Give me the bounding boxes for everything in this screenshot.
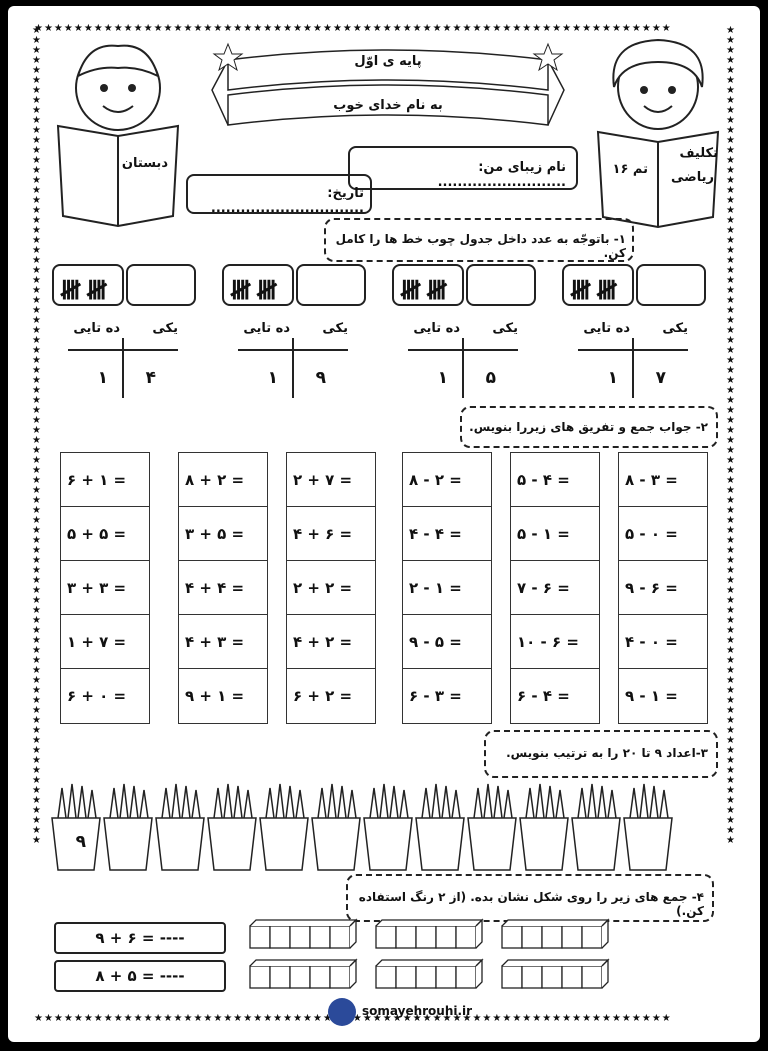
equation-cell[interactable]: ۹ - ۶ = (619, 561, 707, 615)
sum-box-1[interactable]: ۹ + ۶ = ---- (54, 922, 226, 954)
ones-value-3: ۵ (485, 368, 496, 388)
equation-cell[interactable]: ۶ - ۳ = (409, 687, 462, 705)
worksheet-page: ★★★★★★★★★★★★★★★★★★★★★★★★★★★★★★★★★★★★★★★★… (8, 6, 760, 1042)
place-value-chart-4 (578, 338, 688, 398)
equation-cell[interactable]: ۹ - ۵ = (403, 615, 491, 669)
equation-cell[interactable]: ۹ - ۱ = (625, 687, 678, 705)
date-field[interactable] (186, 174, 372, 214)
star-border-top: ★★★★★★★★★★★★★★★★★★★★★★★★★★★★★★★★★★★★★★★★… (34, 24, 672, 34)
ones-value-2: ۹ (315, 368, 326, 388)
tally-box-3: 𝍸 𝍸 (392, 264, 464, 306)
equation-cell[interactable]: ۴ + ۲ = (287, 615, 375, 669)
equation-cell[interactable]: ۶ + ۲ = (293, 687, 353, 705)
name-label: نام زیبای من: .......................... (437, 160, 566, 190)
equation-cell[interactable]: ۲ - ۱ = (403, 561, 491, 615)
equation-cell[interactable]: ۵ + ۵ = (61, 507, 149, 561)
cube-blocks (249, 919, 609, 989)
q2-instruction-box (460, 406, 718, 448)
tens-label-4: ده تایی (583, 321, 630, 336)
tens-value-4: ۱ (607, 368, 618, 388)
equation-cell[interactable]: ۲ + ۷ = (287, 453, 375, 507)
equation-cell[interactable]: ۴ + ۴ = (179, 561, 267, 615)
equation-cell[interactable]: ۳ + ۵ = (179, 507, 267, 561)
ones-label-4: یکی (662, 321, 688, 336)
tens-value-3: ۱ (437, 368, 448, 388)
equation-cell[interactable]: ۶ + ۱ = (61, 453, 149, 507)
subject-label: ریاضی (671, 170, 714, 185)
sum-box-2[interactable]: ۸ + ۵ = ---- (54, 960, 226, 992)
equation-cell[interactable]: ۱ + ۷ = (61, 615, 149, 669)
equation-cell[interactable]: ۸ - ۳ = (619, 453, 707, 507)
q2-instruction: ۲- جواب جمع و تفریق های زیررا بنویس. (469, 420, 708, 434)
girl-reading-illustration (596, 38, 720, 229)
equation-cell[interactable]: ۶ + ۰ = (67, 687, 127, 705)
tally-answer-box-4[interactable] (636, 264, 706, 306)
tally-answer-box-3[interactable] (466, 264, 536, 306)
tens-value-1: ۱ (97, 368, 108, 388)
equation-cell[interactable]: ۸ + ۲ = (179, 453, 267, 507)
grade-title: پایه ی اوّل (354, 54, 422, 69)
equation-cell[interactable]: ۳ + ۳ = (61, 561, 149, 615)
equation-cell[interactable]: ۵ - ۴ = (511, 453, 599, 507)
motto-title: به نام خدای خوب (333, 98, 443, 113)
equation-cell[interactable]: ۷ - ۶ = (511, 561, 599, 615)
equation-cell[interactable]: ۹ + ۱ = (185, 687, 245, 705)
place-value-chart-3 (408, 338, 518, 398)
equation-cell[interactable]: ۵ - ۰ = (619, 507, 707, 561)
tens-label-3: ده تایی (413, 321, 460, 336)
equation-cell[interactable]: ۴ + ۳ = (179, 615, 267, 669)
ones-label-2: یکی (322, 321, 348, 336)
ones-value-1: ۴ (145, 368, 156, 388)
tally-box-4: 𝍸 𝍸 (562, 264, 634, 306)
school-label: دبستان (121, 156, 168, 171)
tally-answer-box-1[interactable] (126, 264, 196, 306)
q3-first-value: ۹ (75, 832, 86, 852)
q2-column-4: ۸ - ۲ = ۴ - ۴ = ۲ - ۱ = ۹ - ۵ = ۶ - ۳ = (402, 452, 492, 724)
equation-cell[interactable]: ۸ - ۲ = (403, 453, 491, 507)
tally-box-1: 𝍸 𝍸 (52, 264, 124, 306)
q1-instruction-box (324, 218, 634, 262)
q2-column-6: ۸ - ۳ = ۵ - ۰ = ۹ - ۶ = ۴ - ۰ = ۹ - ۱ = (618, 452, 708, 724)
equation-cell[interactable]: ۱۰ - ۶ = (511, 615, 599, 669)
q2-column-2: ۸ + ۲ = ۳ + ۵ = ۴ + ۴ = ۴ + ۳ = ۹ + ۱ = (178, 452, 268, 724)
theme-label: تم ۱۶ (612, 162, 648, 177)
q2-column-3: ۲ + ۷ = ۴ + ۶ = ۲ + ۲ = ۴ + ۲ = ۶ + ۲ = (286, 452, 376, 724)
tens-label-2: ده تایی (243, 321, 290, 336)
star-border-right: ★★★★★★★★★★★★★★★★★★★★★★★★★★★★★★★★★★★★★★★★… (726, 26, 736, 846)
q2-column-5: ۵ - ۴ = ۵ - ۱ = ۷ - ۶ = ۱۰ - ۶ = ۶ - ۴ = (510, 452, 600, 724)
place-value-chart-1 (68, 338, 178, 398)
boy-reading-illustration (56, 44, 180, 228)
title-banner (211, 42, 565, 126)
star-border-left: ★★★★★★★★★★★★★★★★★★★★★★★★★★★★★★★★★★★★★★★★… (32, 26, 42, 846)
ones-label-1: یکی (152, 321, 178, 336)
date-label: تاریخ: ............................... (210, 186, 364, 216)
tally-answer-box-2[interactable] (296, 264, 366, 306)
q2-column-1: ۶ + ۱ = ۵ + ۵ = ۳ + ۳ = ۱ + ۷ = ۶ + ۰ = (60, 452, 150, 724)
equation-cell[interactable]: ۶ - ۴ = (517, 687, 570, 705)
equation-cell[interactable]: ۵ - ۱ = (511, 507, 599, 561)
homework-label: تکلیف (679, 146, 718, 161)
equation-cell[interactable]: ۲ + ۲ = (287, 561, 375, 615)
q3-instruction-box (484, 730, 718, 778)
ones-label-3: یکی (492, 321, 518, 336)
site-logo (328, 998, 356, 1026)
place-value-chart-2 (238, 338, 348, 398)
q3-instruction: ۳-اعداد ۹ تا ۲۰ را به ترتیب بنویس. (506, 746, 708, 760)
q4-instruction: ۴- جمع های زیر را روی شکل نشان بده. (از … (358, 890, 704, 918)
tens-label-1: ده تایی (73, 321, 120, 336)
name-field[interactable] (348, 146, 578, 190)
q1-instruction: ۱- باتوجّه به عدد داخل جدول چوب خط ها را… (335, 232, 626, 260)
tens-value-2: ۱ (267, 368, 278, 388)
tally-box-2: 𝍸 𝍸 (222, 264, 294, 306)
ones-value-4: ۷ (655, 368, 666, 388)
equation-cell[interactable]: ۴ + ۶ = (287, 507, 375, 561)
equation-cell[interactable]: ۴ - ۴ = (403, 507, 491, 561)
equation-cell[interactable]: ۴ - ۰ = (619, 615, 707, 669)
footer-website: somayehrouhi.ir (362, 1004, 473, 1018)
pencil-cup-row (51, 783, 673, 871)
